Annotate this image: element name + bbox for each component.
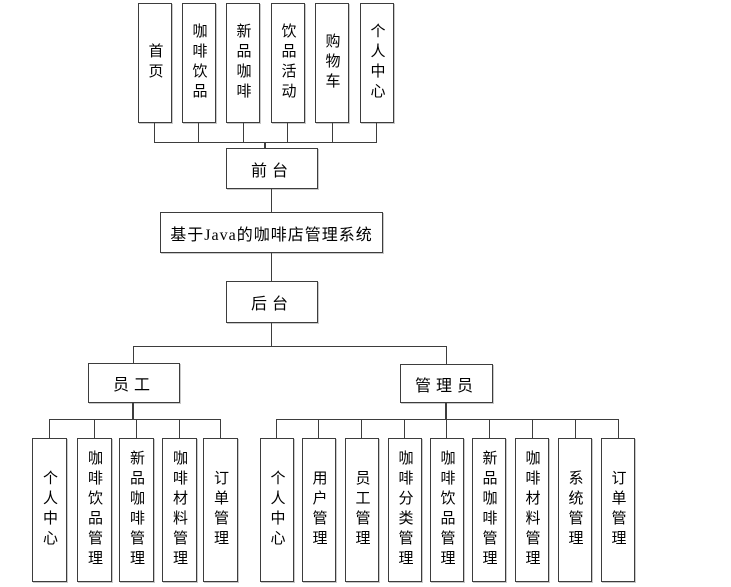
connector-line <box>332 123 333 142</box>
node-admin-coffee-category-mgmt: 咖啡分类管理 <box>388 438 422 582</box>
connector-line <box>532 419 533 438</box>
connector-line <box>276 419 277 438</box>
node-front-drink-activity: 饮品活动 <box>271 3 305 123</box>
node-admin-personal-center: 个人中心 <box>260 438 294 582</box>
connector-line <box>133 346 134 363</box>
connector-line <box>287 123 288 142</box>
connector-line <box>271 189 272 212</box>
connector-line <box>198 123 199 142</box>
connector-line <box>220 419 221 438</box>
connector-line <box>49 419 50 438</box>
connector-line <box>49 419 221 420</box>
connector-line <box>575 419 576 438</box>
node-admin-new-coffee-mgmt: 新品咖啡管理 <box>472 438 506 582</box>
node-admin-coffee-material-mgmt: 咖啡材料管理 <box>515 438 549 582</box>
connector-line <box>446 346 447 364</box>
connector-line <box>264 142 266 149</box>
node-front-coffee-drinks: 咖啡饮品 <box>182 3 216 123</box>
node-admin-staff-mgmt: 员工管理 <box>345 438 379 582</box>
node-front-personal-center: 个人中心 <box>360 3 394 123</box>
node-system-title: 基于Java的咖啡店管理系统 <box>160 212 383 253</box>
node-staff: 员工 <box>88 363 180 403</box>
node-admin-user-mgmt: 用户管理 <box>302 438 336 582</box>
connector-line <box>179 419 180 438</box>
node-staff-coffee-material-mgmt: 咖啡材料管理 <box>162 438 197 582</box>
node-admin-order-mgmt: 订单管理 <box>601 438 635 582</box>
node-front-home: 首页 <box>138 3 172 123</box>
connector-line <box>154 123 155 142</box>
connector-line <box>276 419 619 420</box>
node-admin-coffee-drink-mgmt: 咖啡饮品管理 <box>430 438 464 582</box>
node-staff-order-mgmt: 订单管理 <box>203 438 238 582</box>
connector-line <box>271 323 272 346</box>
connector-line <box>136 419 137 438</box>
connector-line <box>133 346 447 347</box>
connector-line <box>271 253 272 281</box>
node-admin: 管理员 <box>400 364 493 403</box>
node-front-cart: 购物车 <box>315 3 349 123</box>
connector-line <box>132 403 134 419</box>
node-staff-coffee-drink-mgmt: 咖啡饮品管理 <box>77 438 112 582</box>
connector-line <box>404 419 405 438</box>
connector-line <box>318 419 319 438</box>
node-staff-personal-center: 个人中心 <box>32 438 67 582</box>
connector-line <box>376 123 377 142</box>
node-front-new-coffee: 新品咖啡 <box>226 3 260 123</box>
connector-line <box>361 419 362 438</box>
node-staff-new-coffee-mgmt: 新品咖啡管理 <box>119 438 154 582</box>
connector-line <box>445 403 447 419</box>
connector-line <box>489 419 490 438</box>
connector-line <box>618 419 619 438</box>
node-back-end: 后台 <box>226 281 318 323</box>
connector-line <box>446 419 447 438</box>
node-admin-system-mgmt: 系统管理 <box>558 438 592 582</box>
connector-line <box>94 419 95 438</box>
node-front-desk: 前台 <box>226 148 318 189</box>
connector-line <box>243 123 244 142</box>
